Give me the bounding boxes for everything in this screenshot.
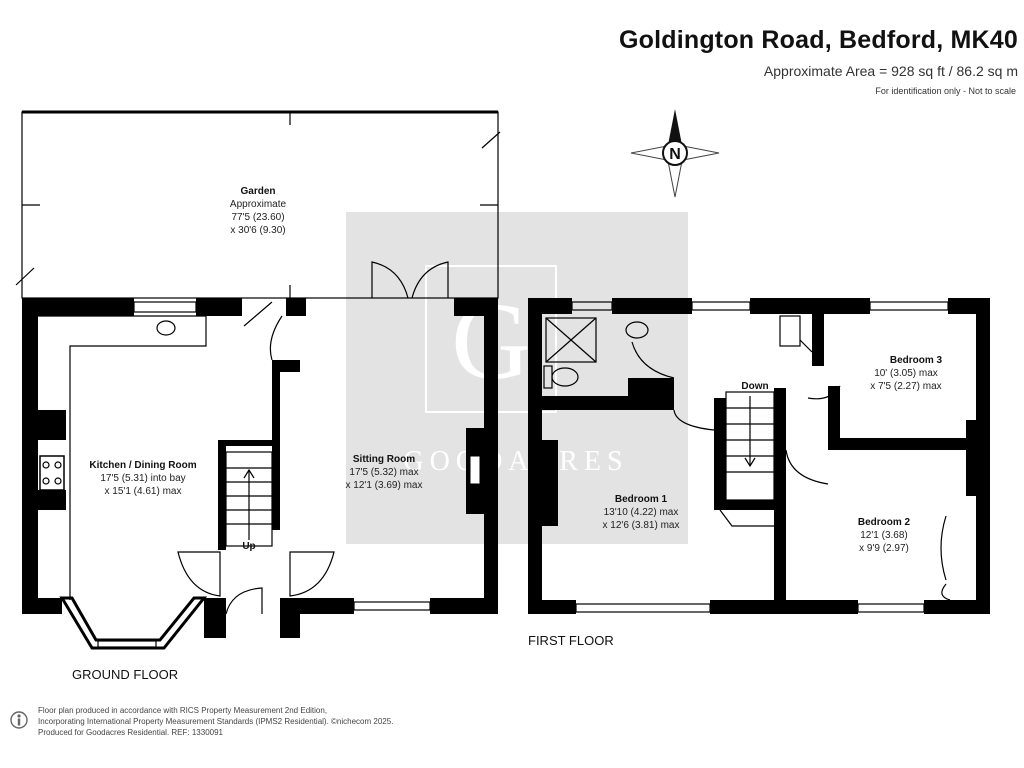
sink-icon <box>156 320 176 336</box>
room-label-bedroom3: Bedroom 3 10' (3.05) max x 7'5 (2.27) ma… <box>870 355 942 392</box>
room-label-bedroom2: Bedroom 2 12'1 (3.68) x 9'9 (2.97) <box>858 517 911 554</box>
footer-line-2: Incorporating International Property Mea… <box>38 717 394 726</box>
svg-text:Approximate: Approximate <box>230 199 287 210</box>
svg-text:77'5 (23.60): 77'5 (23.60) <box>231 212 284 223</box>
first-floor-doors <box>631 339 951 601</box>
toilet-icon <box>551 367 579 387</box>
footer-line-1: Floor plan produced in accordance with R… <box>38 706 328 715</box>
ground-floor-label: GROUND FLOOR <box>72 667 178 682</box>
svg-text:17'5 (5.31) into bay: 17'5 (5.31) into bay <box>100 473 185 484</box>
first-floor-walls <box>528 298 990 614</box>
svg-text:10' (3.05) max: 10' (3.05) max <box>874 368 938 379</box>
stairs-up <box>225 451 273 547</box>
stairs-down <box>725 391 775 501</box>
stairs-down-label: Down <box>741 381 768 392</box>
svg-text:x 15'1 (4.61) max: x 15'1 (4.61) max <box>105 486 182 497</box>
basin-icon <box>625 321 649 339</box>
svg-text:x 7'5 (2.27) max: x 7'5 (2.27) max <box>870 381 941 392</box>
svg-text:Kitchen / Dining Room: Kitchen / Dining Room <box>89 460 196 471</box>
room-label-kitchen: Kitchen / Dining Room 17'5 (5.31) into b… <box>89 460 196 497</box>
room-label-sitting: Sitting Room 17'5 (5.32) max x 12'1 (3.6… <box>346 454 423 491</box>
compass-icon: N <box>630 109 720 198</box>
bay-window <box>59 596 208 650</box>
page-title: Goldington Road, Bedford, MK40 <box>618 26 1018 54</box>
svg-text:Sitting Room: Sitting Room <box>353 454 415 465</box>
room-label-bedroom1: Bedroom 1 13'10 (4.22) max x 12'6 (3.81)… <box>603 494 680 531</box>
svg-text:Garden: Garden <box>240 186 275 197</box>
ground-floor-walls <box>22 298 498 638</box>
area-summary: Approximate Area = 928 sq ft / 86.2 sq m <box>763 63 1018 79</box>
svg-text:x 12'1 (3.69) max: x 12'1 (3.69) max <box>346 480 423 491</box>
watermark-text: GOODACRES <box>403 446 628 477</box>
footer-credits: Floor plan produced in accordance with R… <box>38 705 393 738</box>
scale-disclaimer: For identification only - Not to scale <box>875 86 1016 96</box>
kitchen-fittings <box>38 315 207 600</box>
svg-text:Bedroom 2: Bedroom 2 <box>858 517 911 528</box>
svg-text:x 12'6 (3.81) max: x 12'6 (3.81) max <box>603 520 680 531</box>
shower-icon <box>545 317 597 363</box>
garden-outline <box>15 110 501 299</box>
surveyor-person-icon <box>10 711 28 729</box>
svg-text:Bedroom 1: Bedroom 1 <box>615 494 668 505</box>
stairs-up-label: Up <box>242 541 255 552</box>
svg-text:x 30'6 (9.30): x 30'6 (9.30) <box>230 225 285 236</box>
first-floor-label: FIRST FLOOR <box>528 633 614 648</box>
bathroom-fittings <box>543 317 649 389</box>
svg-text:17'5 (5.32) max: 17'5 (5.32) max <box>349 467 418 478</box>
svg-text:x 9'9 (2.97): x 9'9 (2.97) <box>859 543 909 554</box>
compass-north-label: N <box>669 146 681 163</box>
ground-floor-doors <box>177 261 449 615</box>
room-label-garden: Garden Approximate 77'5 (23.60) x 30'6 (… <box>230 186 287 236</box>
svg-text:12'1 (3.68): 12'1 (3.68) <box>860 530 908 541</box>
svg-text:Bedroom 3: Bedroom 3 <box>890 355 943 366</box>
footer-line-3: Produced for Goodacres Residential. REF:… <box>38 728 223 737</box>
svg-text:13'10 (4.22) max: 13'10 (4.22) max <box>604 507 679 518</box>
